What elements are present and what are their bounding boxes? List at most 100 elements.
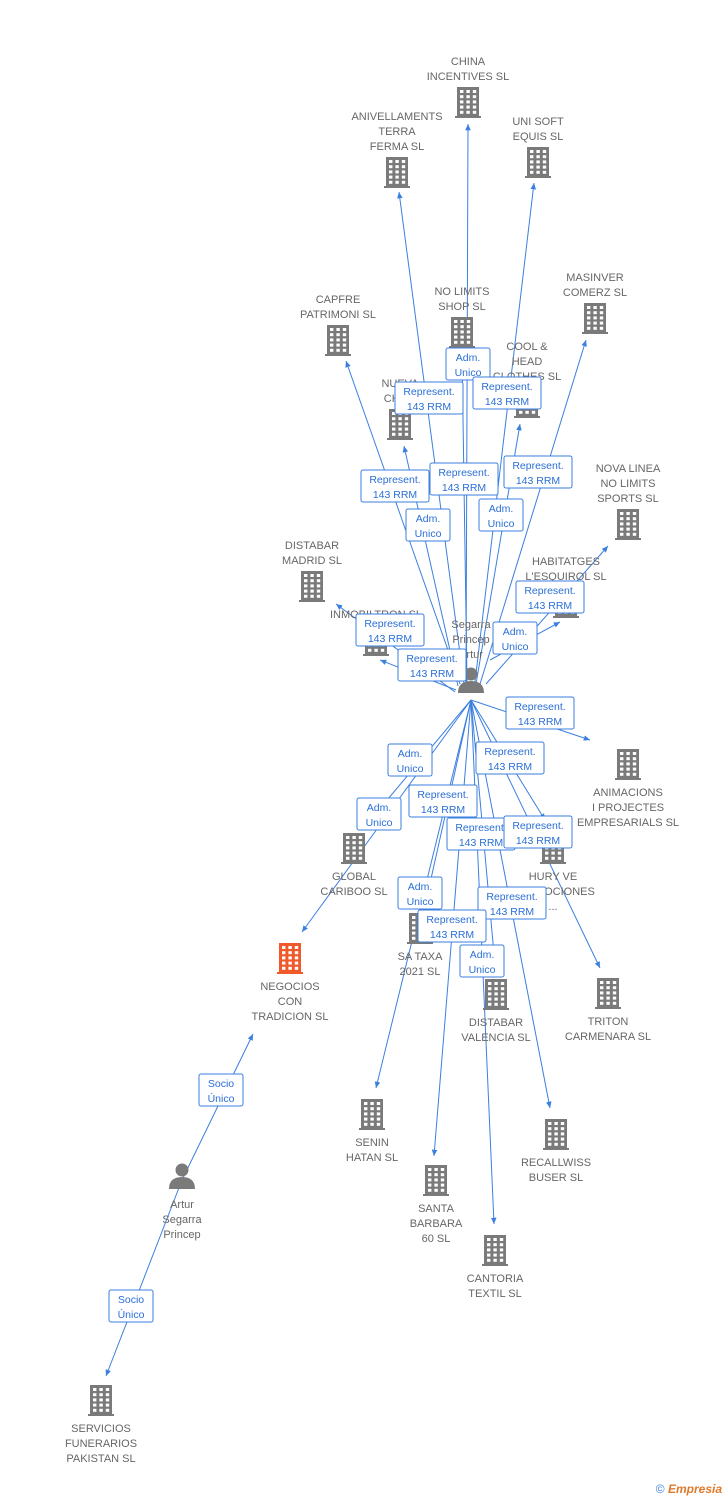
edge-label[interactable]: Adm.Unico: [445, 347, 491, 381]
edge-label[interactable]: Adm.Unico: [405, 508, 451, 542]
edge-label-box: [503, 815, 573, 849]
edge-label[interactable]: Represent.143 RRM: [417, 909, 487, 943]
building-icon: [543, 1119, 569, 1150]
edge-label-text: Represent.: [455, 822, 506, 834]
edge-label[interactable]: Represent.143 RRM: [408, 784, 478, 818]
node-label: UNI SOFT: [512, 116, 564, 128]
building-icon: [325, 325, 351, 356]
building-icon: [341, 833, 367, 864]
node-label: ...: [548, 901, 557, 913]
edge-label[interactable]: Represent.143 RRM: [394, 381, 464, 415]
edge-label-text: 143 RRM: [528, 600, 572, 612]
edge-label[interactable]: Represent.143 RRM: [505, 696, 575, 730]
edge-label[interactable]: Represent.143 RRM: [446, 817, 516, 851]
node-label: DISTABAR: [469, 1017, 523, 1029]
edge-label[interactable]: Adm.Unico: [387, 743, 433, 777]
edge-label-text: Unico: [407, 896, 434, 908]
building-icon: [359, 1099, 385, 1130]
edge-label-box: [397, 876, 443, 910]
edge-label-box: [515, 580, 585, 614]
building-icon: [88, 1385, 114, 1416]
node-label: CAPFRE: [316, 294, 361, 306]
node-label: Princep: [163, 1229, 200, 1241]
building-icon: [615, 509, 641, 540]
node-label: FERMA SL: [370, 141, 424, 153]
node-label: TRADICION SL: [251, 1011, 328, 1023]
building-icon: [277, 943, 303, 974]
edge-label[interactable]: Represent.143 RRM: [429, 462, 499, 496]
node-label: Segarra: [451, 619, 491, 631]
node-label: EMPRESARIALS SL: [577, 817, 679, 829]
edge-label-text: 143 RRM: [421, 804, 465, 816]
edge-label[interactable]: Represent.143 RRM: [475, 741, 545, 775]
edge-label-text: Adm.: [470, 949, 495, 961]
edge-label[interactable]: Adm.Unico: [356, 797, 402, 831]
edge-label[interactable]: Represent. 143 RRM: [355, 613, 425, 647]
edge-label-text: Único: [118, 1308, 145, 1321]
edge-label[interactable]: Adm.Unico: [492, 621, 538, 655]
edge-label-text: 143 RRM: [410, 668, 454, 680]
node-label: Segarra: [162, 1214, 202, 1226]
edge-label[interactable]: Represent.143 RRM: [515, 580, 585, 614]
edge-label[interactable]: Represent.143 RRM: [503, 455, 573, 489]
edge-label-text: 143 RRM: [407, 401, 451, 413]
node-label: TERRA: [378, 126, 416, 138]
node-label: I PROJECTES: [592, 802, 664, 814]
edge-label-box: [360, 469, 430, 503]
edge-label[interactable]: Adm.Unico: [459, 944, 505, 978]
edge-line: [397, 191, 465, 685]
node-label: ANIMACIONS: [593, 787, 663, 799]
edge-label-box: [397, 648, 467, 682]
edge-label-text: Único: [208, 1092, 235, 1105]
edge-label-text: Represent.: [364, 618, 415, 630]
edge-label-box: [503, 455, 573, 489]
edge-label[interactable]: Adm.Unico: [478, 498, 524, 532]
edge-label-box: [417, 909, 487, 943]
company-node[interactable]: ANIMACIONS I PROJECTES EMPRESARIALS SL: [577, 749, 679, 829]
edge-label-text: Adm.: [456, 352, 481, 364]
edge-label[interactable]: Adm.Unico: [397, 876, 443, 910]
copyright-mark: ©: [655, 1482, 665, 1496]
node-label: HEAD: [512, 356, 543, 368]
edge-label-text: 143 RRM: [485, 396, 529, 408]
edge-label[interactable]: Represent.143 RRM: [503, 815, 573, 849]
edge-label[interactable]: Represent.143 RRM: [472, 376, 542, 410]
edge-label-text: Represent.: [438, 467, 489, 479]
edge-label[interactable]: Represent.143 RRM: [397, 648, 467, 682]
building-icon: [525, 147, 551, 178]
edge-label-box: [387, 743, 433, 777]
edge-label[interactable]: Represent.143 RRM: [477, 886, 547, 920]
node-label: NO LIMITS: [600, 478, 655, 490]
edge-label-text: Represent.: [426, 914, 477, 926]
edge-label[interactable]: Represent.143 RRM: [360, 469, 430, 503]
edge-label-text: 143 RRM: [368, 633, 412, 645]
node-label: 2021 SL: [400, 966, 441, 978]
building-icon: [595, 978, 621, 1009]
edge-label-text: 143 RRM: [488, 761, 532, 773]
building-icon: [615, 749, 641, 780]
node-label: PAKISTAN SL: [66, 1453, 135, 1465]
